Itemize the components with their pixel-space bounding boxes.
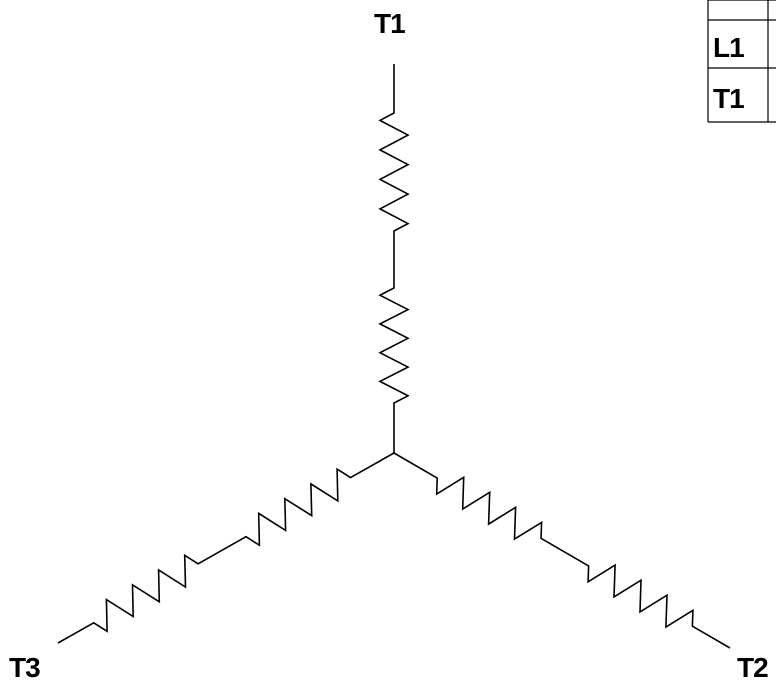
resistor-winding-t1 <box>378 64 410 453</box>
winding-leg-t1 <box>378 64 410 453</box>
resistor-winding-t3 <box>57 452 395 644</box>
resistor-winding-t2 <box>393 452 731 649</box>
terminal-label-t1: T1 <box>374 8 405 39</box>
winding-leg-t3 <box>57 452 395 644</box>
connection-table: L1 T1 <box>707 0 776 123</box>
terminal-label-t3: T3 <box>9 652 40 683</box>
winding-leg-t2 <box>393 452 731 649</box>
terminal-label-t2: T2 <box>737 652 768 683</box>
table-cell-t1: T1 <box>713 83 744 114</box>
table-cell-l1: L1 <box>713 32 744 63</box>
